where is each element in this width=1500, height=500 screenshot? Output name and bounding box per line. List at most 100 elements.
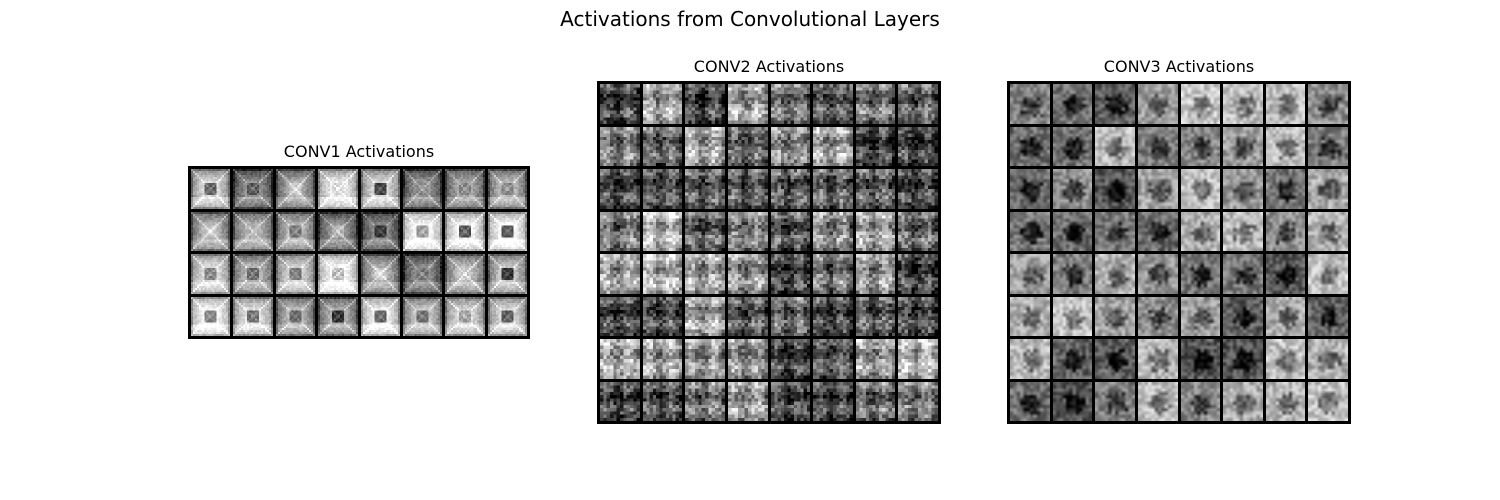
conv3-tile [1010, 211, 1050, 251]
conv3-tile [1223, 381, 1263, 421]
conv1-tile [191, 254, 231, 294]
conv2-tile [727, 211, 768, 251]
conv1-tile [402, 169, 443, 209]
conv3-tile [1223, 296, 1263, 336]
conv2-tile [770, 339, 811, 379]
conv2-tile [898, 381, 938, 421]
conv1-tile [233, 296, 273, 336]
conv1-tile [275, 169, 316, 209]
conv2-tile [642, 126, 683, 166]
conv2-tile [855, 381, 896, 421]
conv3-tile [1180, 84, 1221, 124]
conv1-tile [275, 296, 316, 336]
conv1-tile [445, 211, 485, 251]
conv3-tile [1308, 254, 1348, 294]
conv3-tile [1137, 211, 1178, 251]
conv3-tile [1223, 254, 1263, 294]
conv2-tile [770, 211, 811, 251]
conv2-tile [685, 126, 725, 166]
conv1-tile [233, 254, 273, 294]
conv3-tile [1265, 296, 1306, 336]
conv3-grid [1007, 81, 1351, 424]
conv3-tile [1308, 84, 1348, 124]
conv2-tile [813, 296, 853, 336]
conv3-tile [1137, 254, 1178, 294]
conv2-tile [685, 254, 725, 294]
conv3-tile [1180, 169, 1221, 209]
conv2-tile [685, 381, 725, 421]
conv3-tile [1052, 211, 1093, 251]
conv2-tile [727, 169, 768, 209]
conv2-tile [855, 296, 896, 336]
conv3-tile [1308, 126, 1348, 166]
conv2-tile [642, 296, 683, 336]
conv3-tile [1180, 254, 1221, 294]
conv2-tile [642, 169, 683, 209]
conv2-tile [898, 126, 938, 166]
conv1-tile [445, 296, 485, 336]
conv3-tile [1265, 126, 1306, 166]
conv2-tile [813, 211, 853, 251]
conv1-tile [360, 169, 400, 209]
conv3-tile [1052, 296, 1093, 336]
conv3-tile [1137, 84, 1178, 124]
conv2-tile [685, 84, 725, 124]
conv1-tile [445, 254, 485, 294]
conv3-tile [1180, 211, 1221, 251]
conv3-tile [1137, 169, 1178, 209]
conv3-tile [1095, 84, 1135, 124]
conv3-tile [1223, 339, 1263, 379]
conv1-tile [318, 169, 358, 209]
conv3-tile [1095, 254, 1135, 294]
conv3-tile [1180, 296, 1221, 336]
conv3-tile [1265, 339, 1306, 379]
conv2-tile [642, 339, 683, 379]
conv2-tile [855, 126, 896, 166]
conv3-tile [1052, 339, 1093, 379]
conv3-tile [1308, 339, 1348, 379]
conv3-tile [1180, 381, 1221, 421]
conv2-tile [813, 84, 853, 124]
conv2-tile [685, 169, 725, 209]
conv3-panel: CONV3 Activations [1007, 55, 1351, 425]
conv1-tile [275, 211, 316, 251]
conv3-tile [1137, 126, 1178, 166]
conv2-tile [727, 84, 768, 124]
conv3-tile [1052, 169, 1093, 209]
conv2-tile [855, 339, 896, 379]
conv1-tile [318, 296, 358, 336]
conv3-tile [1308, 211, 1348, 251]
conv2-tile [813, 254, 853, 294]
conv2-tile [600, 126, 640, 166]
conv1-tile [402, 254, 443, 294]
conv2-tile [727, 296, 768, 336]
conv1-tile [191, 169, 231, 209]
conv3-tile [1095, 211, 1135, 251]
conv2-tile [770, 254, 811, 294]
conv2-tile [855, 254, 896, 294]
conv2-tile [642, 254, 683, 294]
conv3-tile [1010, 339, 1050, 379]
conv1-tile [487, 211, 527, 251]
conv3-tile [1180, 126, 1221, 166]
conv3-tile [1265, 211, 1306, 251]
conv1-tile [275, 254, 316, 294]
conv3-tile [1010, 296, 1050, 336]
conv1-tile [233, 169, 273, 209]
conv1-tile [487, 254, 527, 294]
conv3-tile [1095, 126, 1135, 166]
conv2-tile [855, 84, 896, 124]
conv1-tile [318, 254, 358, 294]
conv1-title: CONV1 Activations [283, 142, 435, 161]
conv3-tile [1052, 254, 1093, 294]
conv1-tile [445, 169, 485, 209]
conv2-tile [770, 381, 811, 421]
conv1-panel: CONV1 Activations [188, 140, 530, 340]
figure-title: Activations from Convolutional Layers [560, 7, 940, 31]
conv2-tile [600, 169, 640, 209]
conv3-tile [1265, 169, 1306, 209]
conv2-title: CONV2 Activations [693, 57, 845, 76]
conv1-tile [360, 211, 400, 251]
conv1-tile [233, 211, 273, 251]
conv3-tile [1052, 381, 1093, 421]
